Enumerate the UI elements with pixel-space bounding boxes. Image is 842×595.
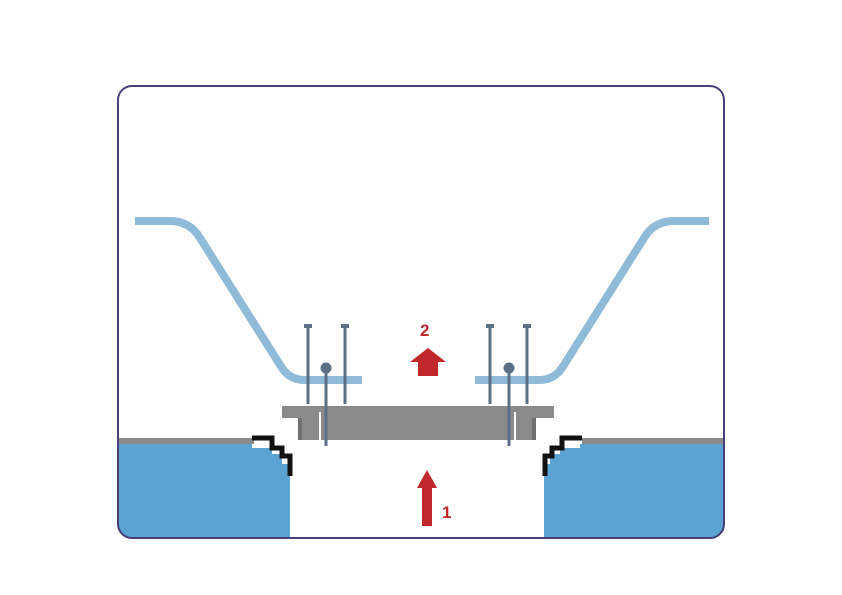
water-left xyxy=(118,444,290,538)
frame-background xyxy=(118,86,724,538)
ground-line-right xyxy=(582,438,724,444)
up-arrow-icon xyxy=(417,470,437,526)
step-edge-right xyxy=(542,435,582,476)
cover-plate xyxy=(282,406,554,440)
arrow-label-1: 1 xyxy=(442,503,451,522)
ground-line-left xyxy=(118,438,254,444)
step-edge-left xyxy=(252,435,293,476)
pipe-left xyxy=(135,217,362,384)
wide-up-arrow-icon xyxy=(410,348,446,376)
arrow-label-2: 2 xyxy=(420,321,429,340)
water-right xyxy=(544,444,724,538)
bolts-left xyxy=(304,324,349,446)
bolts-right xyxy=(486,324,531,446)
frame-border xyxy=(117,85,725,539)
pipe-right xyxy=(475,217,709,384)
plate-edge-right xyxy=(532,418,536,440)
plate-edge-left xyxy=(298,418,302,440)
